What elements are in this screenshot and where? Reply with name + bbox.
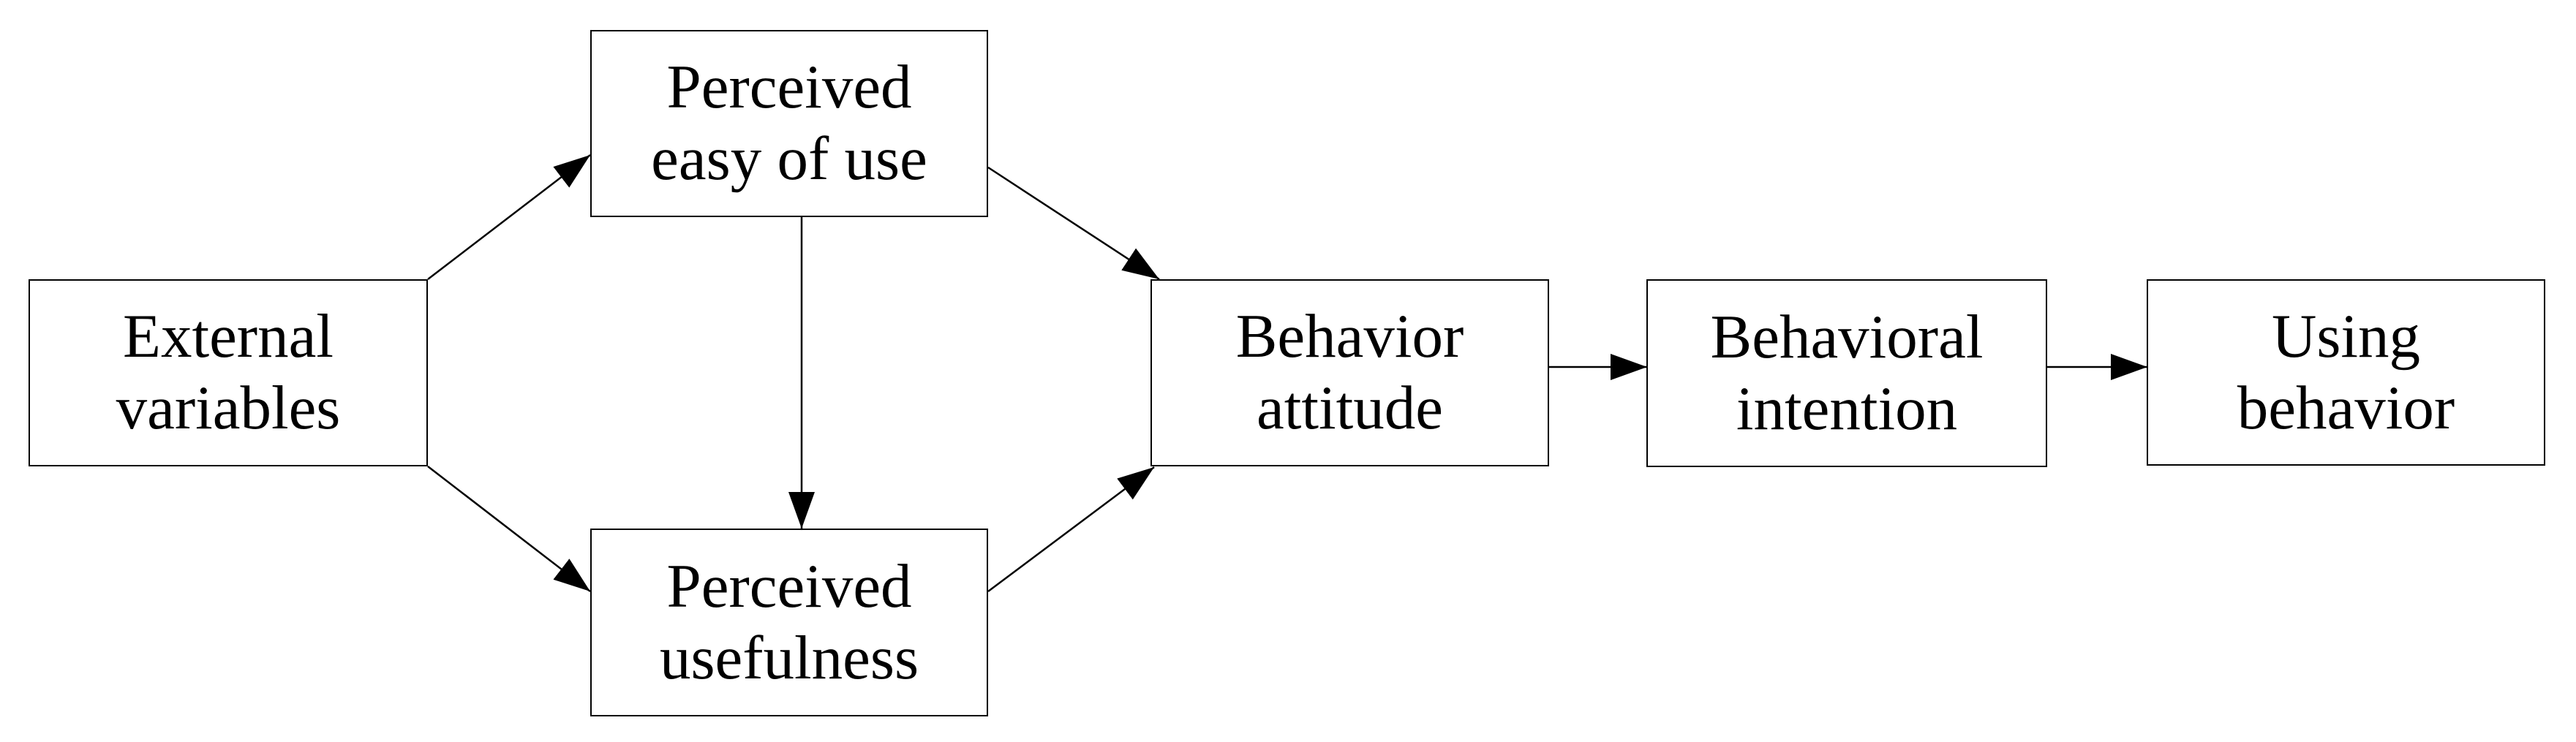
node-external-variables: External variables	[29, 279, 428, 466]
node-perceived-usefulness: Perceived usefulness	[590, 529, 988, 716]
node-label-line: Perceived	[666, 53, 912, 122]
node-label-line: variables	[116, 374, 341, 442]
arrow-usefulness-to-attitude	[987, 466, 1155, 593]
node-label-line: External	[123, 302, 334, 371]
node-label-line: Using	[2271, 301, 2421, 371]
node-label-line: attitude	[1257, 374, 1443, 442]
node-label-line: intention	[1736, 374, 1958, 443]
node-using-behavior: Using behavior	[2147, 279, 2545, 466]
node-perceived-easy-of-use: Perceived easy of use	[590, 30, 988, 217]
arrow-external-to-easy-of-use	[427, 154, 591, 280]
arrow-easy-of-use-to-attitude	[987, 166, 1160, 281]
node-behavioral-intention: Behavioral intention	[1646, 279, 2047, 467]
node-label-line: Behavior	[1235, 302, 1464, 371]
node-label-line: usefulness	[659, 623, 919, 692]
node-behavior-attitude: Behavior attitude	[1150, 279, 1549, 466]
node-label-line: Behavioral	[1710, 302, 1984, 371]
node-label-line: Perceived	[666, 551, 912, 621]
node-label-line: easy of use	[651, 124, 927, 193]
arrow-external-to-usefulness	[427, 466, 591, 592]
node-label-line: behavior	[2237, 373, 2455, 442]
